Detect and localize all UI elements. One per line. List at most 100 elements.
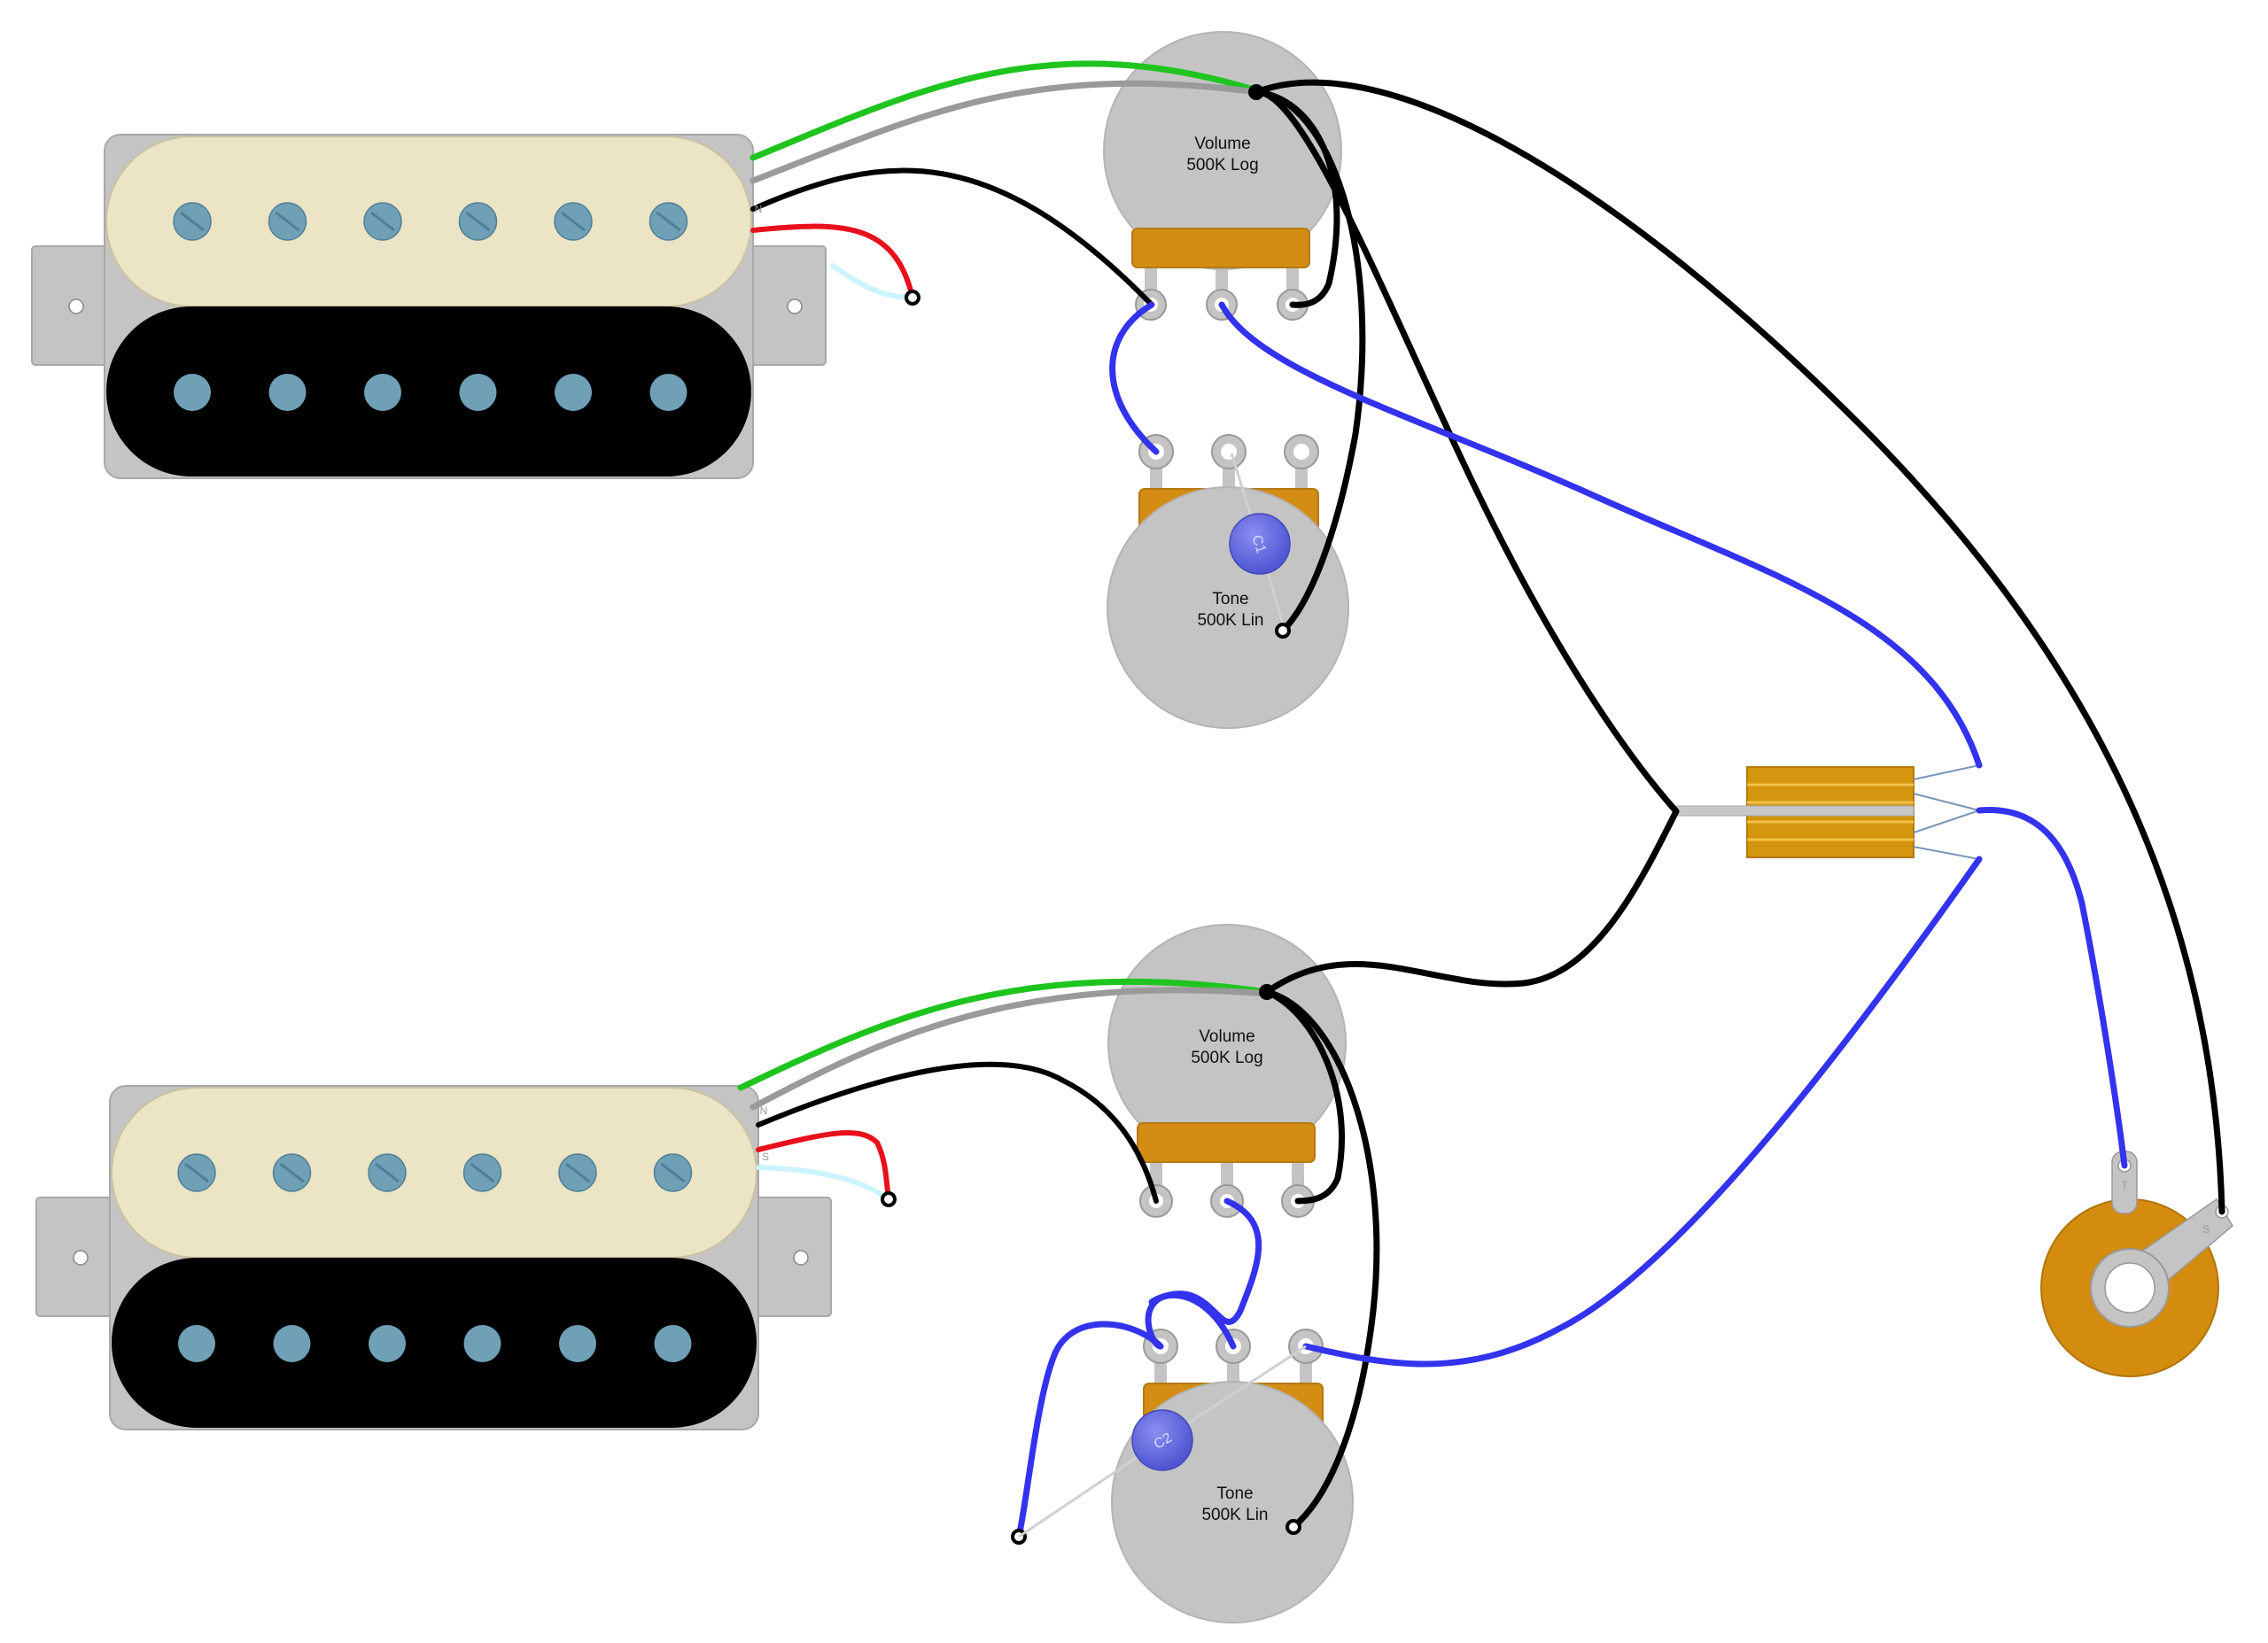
neck-pickup-screw-poles — [173, 202, 688, 241]
neck-volume-to-tone-ground — [1253, 89, 1366, 634]
slug-pole — [463, 1325, 501, 1362]
screw-slot — [279, 1162, 305, 1183]
bridge-bare-wire — [750, 987, 1270, 1111]
screw-slot — [370, 211, 395, 232]
screw-slot — [656, 211, 681, 232]
bridge-pickup-slug-poles — [178, 1325, 692, 1362]
bridge-humbucker — [35, 1085, 832, 1430]
bridge-tone-to-switch-blue — [1302, 856, 1983, 1368]
bridge-lead-label-s: S — [762, 1151, 769, 1163]
jack-sleeve-label: S — [2202, 1223, 2210, 1236]
slug-pole — [649, 374, 687, 411]
neck-volume-lug-stem-2 — [1216, 262, 1228, 298]
switch-lug-line-2 — [1913, 793, 1980, 811]
switch-to-jack-tip-blue — [1976, 806, 2128, 1169]
capacitor-c2: C2 — [1018, 1345, 1307, 1538]
bridge-ground-to-switch — [1263, 808, 1680, 996]
neck-volume-value: 500K Log — [1186, 156, 1258, 174]
bridge-white-lead — [756, 1165, 891, 1202]
slug-pole — [178, 1325, 215, 1362]
bridge-mount-hole-right — [793, 1250, 809, 1266]
bridge-red-white-joint — [881, 1191, 897, 1207]
neck-white-lead — [830, 263, 915, 300]
neck-volume-title: Volume — [1194, 135, 1250, 153]
bridge-ground-junction — [1259, 984, 1275, 1000]
neck-tone-lug-3-hole — [1293, 444, 1309, 460]
neck-mount-hole-right — [787, 298, 803, 314]
screw-slot — [565, 1162, 590, 1183]
neck-black-lead — [750, 167, 1154, 307]
bridge-volume-title: Volume — [1199, 1027, 1254, 1046]
bridge-tone-lug2-blue — [1148, 1291, 1237, 1350]
bridge-red-lead — [756, 1129, 891, 1202]
slug-pole — [273, 1325, 311, 1362]
bridge-pickup-screw-poles — [177, 1153, 693, 1192]
bridge-tone-ground-joint — [1285, 1519, 1301, 1535]
neck-ground-to-jack — [1253, 79, 2225, 1215]
bridge-volume-to-tone-ground — [1263, 988, 1380, 1531]
neck-volume-pot-body — [1103, 31, 1342, 270]
neck-volume-lug-stem-1 — [1145, 262, 1157, 298]
switch-lug-line-1 — [1913, 764, 1980, 780]
slug-pole — [654, 1325, 692, 1362]
bridge-black-lead — [756, 1061, 1159, 1204]
c2-body — [1131, 1409, 1193, 1471]
bridge-volume-bracket — [1137, 1122, 1316, 1163]
neck-pickup-slug-poles — [174, 374, 687, 411]
neck-mount-hole-left — [68, 298, 84, 314]
neck-lead-label-n: N — [755, 203, 763, 215]
neck-volume-to-switch-blue — [1218, 301, 1983, 769]
screw-slot — [184, 1162, 209, 1183]
screw-slot — [180, 211, 205, 232]
slug-pole — [555, 374, 592, 411]
switch-lug-line-4 — [1913, 846, 1980, 860]
screw-slot — [275, 211, 300, 232]
slug-pole — [369, 1325, 406, 1362]
neck-green-wire — [750, 60, 1260, 161]
slug-pole — [364, 374, 401, 411]
c1-body — [1229, 513, 1291, 575]
jack-center-hole — [2104, 1262, 2155, 1314]
screw-slot — [375, 1162, 400, 1183]
screw-slot — [660, 1162, 686, 1183]
neck-red-lead — [750, 223, 915, 300]
three-way-switch — [1675, 764, 1980, 860]
slug-pole — [559, 1325, 596, 1362]
neck-tone-value: 500K Lin — [1197, 611, 1263, 630]
capacitor-c1: C1 — [1229, 453, 1291, 632]
bridge-tone-pot: Tone 500K Lin — [1111, 1329, 1354, 1624]
bridge-green-wire — [737, 978, 1270, 1091]
neck-volume-lug-stem-3 — [1286, 262, 1299, 298]
neck-volume-to-tone-blue — [1109, 301, 1160, 455]
neck-bare-wire — [750, 80, 1260, 184]
neck-tone-lug-2-hole — [1221, 444, 1237, 460]
screw-slot — [465, 211, 491, 232]
wires — [737, 60, 2225, 1545]
neck-ground-junction — [1248, 84, 1264, 100]
neck-pickup-black-coil — [106, 306, 751, 477]
neck-ground-to-switch — [1253, 89, 1680, 815]
neck-tone-ground-joint — [1275, 623, 1291, 639]
bridge-volume-value: 500K Log — [1191, 1049, 1262, 1067]
bridge-lead-label-n: N — [760, 1104, 768, 1117]
switch-lug-line-3 — [1913, 810, 1980, 833]
screw-slot — [561, 211, 586, 232]
slug-pole — [174, 374, 211, 411]
neck-tone-title: Tone — [1212, 590, 1248, 608]
bridge-volume-to-tone-blue — [1145, 1197, 1262, 1350]
bridge-tone-to-cap-blue — [1015, 1321, 1164, 1540]
neck-red-white-joint — [905, 290, 920, 306]
neck-volume-pot: Volume 500K Log — [1103, 31, 1342, 321]
c1-label: C1 — [1248, 533, 1269, 555]
switch-center-bar — [1675, 805, 1915, 817]
screw-slot — [470, 1162, 495, 1183]
slug-pole — [459, 374, 497, 411]
output-jack: T S — [2040, 1151, 2233, 1377]
neck-humbucker — [31, 134, 827, 479]
bridge-mount-hole-left — [73, 1250, 89, 1266]
bridge-tone-title: Tone — [1216, 1484, 1253, 1503]
bridge-volume-ground-loop — [1263, 988, 1345, 1205]
bridge-pickup-black-coil — [112, 1258, 757, 1428]
bridge-tone-value: 500K Lin — [1201, 1506, 1268, 1524]
